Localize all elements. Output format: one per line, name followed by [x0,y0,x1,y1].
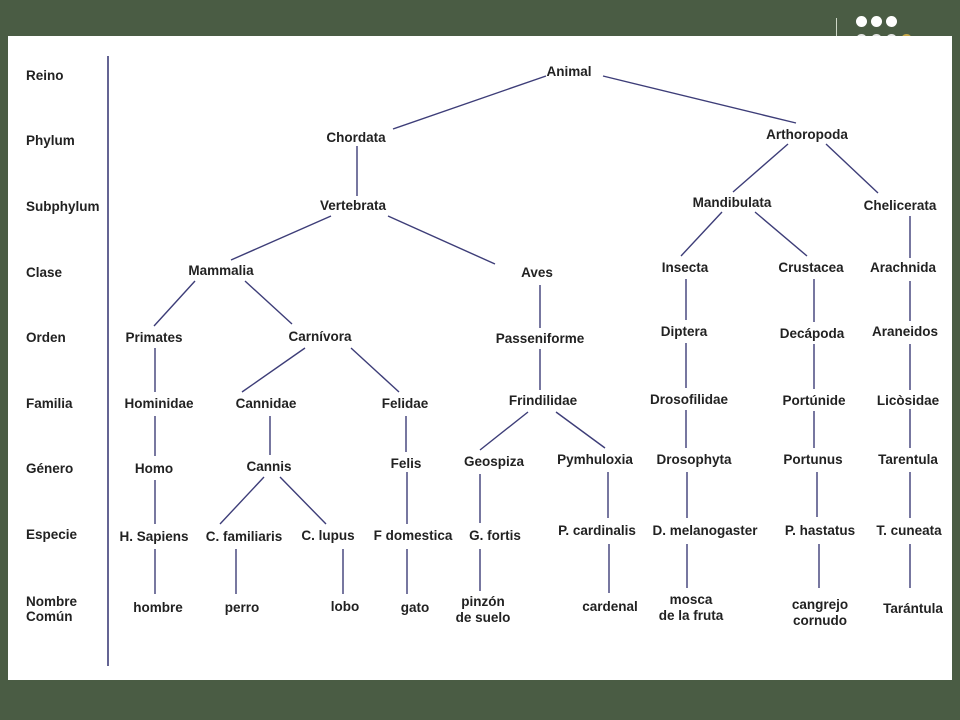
node-perro: perro [224,600,260,615]
decoration-dot [886,16,897,27]
rank-genero: Género [26,461,74,476]
edge-cannis-cfamiliaris [219,476,265,525]
node-felis: Felis [390,456,422,471]
edge-mammalia-primates [153,280,196,327]
node-portunus: Portunus [783,452,843,467]
node-tarentula: Tarentula [878,452,938,467]
node-cardenal: cardenal [582,599,638,614]
node-tarantula: Tarántula [883,601,943,616]
node-chordata: Chordata [326,130,386,145]
edge-vertebrata-mammalia [230,215,332,261]
node-arachnida: Arachnida [869,260,937,275]
node-hombre: hombre [133,600,183,615]
edge-cannis-clupus [279,476,327,525]
node-arthoropoda: Arthoropoda [766,127,848,142]
node-frindilidae: Frindilidae [508,393,578,408]
node-h-sapiens: H. Sapiens [119,529,189,544]
rank-phylum: Phylum [26,133,75,148]
rank-especie: Especie [26,527,78,542]
node-hominidae: Hominidae [124,396,194,411]
node-felidae: Felidae [381,396,429,411]
node-insecta: Insecta [661,260,709,275]
decoration-dot [856,16,867,27]
node-g-fortis: G. fortis [469,528,521,543]
node-chelicerata: Chelicerata [863,198,937,213]
node-t-cuneata: T. cuneata [876,523,942,538]
edge-animal-chordata [392,75,547,130]
edge-frindilidae-geospiza [479,411,529,451]
node-carnivora: Carnívora [288,329,352,344]
node-licosidae: Licòsidae [876,393,940,408]
node-drosofilidae: Drosofilidae [649,392,729,407]
node-p-hastatus: P. hastatus [784,523,856,538]
node-d-melanogaster: D. melanogaster [652,523,758,538]
node-vertebrata: Vertebrata [319,198,387,213]
edge-frindilidae-pymhuloxia [555,411,606,449]
node-c-lupus: C. lupus [301,528,355,543]
node-aves: Aves [521,265,553,280]
node-araneidos: Araneidos [871,324,939,339]
node-decapoda: Decápoda [779,326,845,341]
rank-nombre-comun: Nombre Común [26,594,78,624]
edge-carnivora-cannidae [241,347,306,393]
node-pinzon: pinzón de suelo [455,594,511,625]
node-pymhuloxia: Pymhuloxia [557,452,633,467]
edge-arthoropoda-chelicerata [825,143,879,194]
node-p-cardinalis: P. cardinalis [558,523,636,538]
rank-clase: Clase [26,265,63,280]
title-divider [836,18,837,36]
rank-familia: Familia [26,396,73,411]
node-crustacea: Crustacea [778,260,844,275]
node-lobo: lobo [330,599,360,614]
node-cannidae: Cannidae [235,396,297,411]
node-mammalia: Mammalia [188,263,254,278]
rank-subphylum: Subphylum [26,199,100,214]
node-passeniforme: Passeniforme [495,331,585,346]
rank-reino: Reino [26,68,64,83]
edge-mandibulata-crustacea [754,211,808,257]
node-f-domestica: F domestica [373,528,453,543]
slide-canvas: Reino Phylum Subphylum Clase Orden Famil… [8,36,952,680]
edge-animal-arthoropoda [602,75,797,124]
taxonomy-tree-lines [107,56,911,666]
edge-vertebrata-aves [387,215,496,265]
edge-carnivora-felidae [350,347,400,393]
decoration-dot [871,16,882,27]
node-mosca: mosca de la fruta [658,592,724,623]
node-animal: Animal [546,64,592,79]
node-homo: Homo [134,461,174,476]
node-portunide: Portúnide [782,393,846,408]
edge-mandibulata-insecta [680,211,723,257]
node-diptera: Diptera [660,324,708,339]
rank-orden: Orden [26,330,66,345]
node-geospiza: Geospiza [463,454,525,469]
edge-arthoropoda-mandibulata [732,143,789,193]
node-cangrejo: cangrejo cornudo [791,597,849,628]
node-cannis: Cannis [246,459,292,474]
node-drosophyta: Drosophyta [656,452,732,467]
node-c-familiaris: C. familiaris [205,529,283,544]
node-gato: gato [400,600,430,615]
edge-mammalia-carnivora [244,280,293,325]
node-primates: Primates [125,330,183,345]
node-mandibulata: Mandibulata [692,195,772,210]
